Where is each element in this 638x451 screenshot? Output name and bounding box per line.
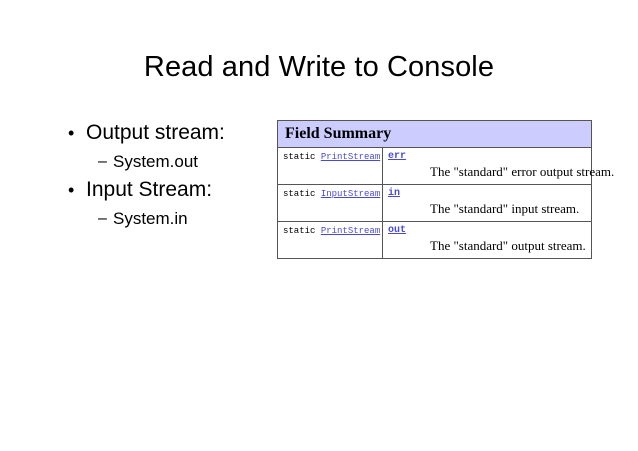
list-item-label: System.out bbox=[113, 152, 199, 171]
list-item: – System.in bbox=[68, 205, 273, 232]
bullet-dot-icon: • bbox=[68, 180, 75, 200]
field-name-link[interactable]: in bbox=[388, 188, 401, 199]
modifier-keyword: static bbox=[283, 226, 316, 236]
table-row: static PrintStream out The "standard" ou… bbox=[278, 222, 591, 258]
field-summary-table: Field Summary static PrintStream err The… bbox=[277, 120, 615, 259]
table-cell-description: in The "standard" input stream. bbox=[383, 185, 591, 221]
type-link[interactable]: InputStream bbox=[320, 189, 381, 199]
type-link[interactable]: PrintStream bbox=[320, 152, 381, 162]
table-cell-type: static InputStream bbox=[278, 185, 383, 221]
table-cell-type: static PrintStream bbox=[278, 222, 383, 258]
field-name-link[interactable]: out bbox=[388, 225, 407, 236]
bullet-dash-icon: – bbox=[98, 210, 107, 227]
field-name-link[interactable]: err bbox=[388, 151, 407, 162]
modifier-keyword: static bbox=[283, 152, 316, 162]
field-description: The "standard" output stream. bbox=[430, 238, 586, 253]
table-row: static PrintStream err The "standard" er… bbox=[278, 148, 615, 185]
table-row: static InputStream in The "standard" inp… bbox=[278, 185, 591, 222]
list-item-label: System.in bbox=[113, 209, 188, 228]
list-item: – System.out bbox=[68, 148, 273, 175]
page-title: Read and Write to Console bbox=[143, 51, 495, 83]
table-cell-description: err The "standard" error output stream. bbox=[383, 148, 615, 184]
table-cell-type: static PrintStream bbox=[278, 148, 383, 184]
bullet-list: • Output stream: – System.out • Input St… bbox=[68, 118, 273, 232]
list-item: • Output stream: bbox=[68, 118, 273, 148]
field-description: The "standard" input stream. bbox=[430, 201, 580, 216]
field-description: The "standard" error output stream. bbox=[430, 164, 615, 179]
bullet-dash-icon: – bbox=[98, 153, 107, 170]
type-link[interactable]: PrintStream bbox=[320, 226, 381, 236]
modifier-keyword: static bbox=[283, 189, 316, 199]
field-summary-header: Field Summary bbox=[278, 121, 591, 148]
list-item: • Input Stream: bbox=[68, 175, 273, 205]
list-item-label: Output stream: bbox=[86, 121, 225, 144]
list-item-label: Input Stream: bbox=[86, 178, 213, 201]
table-cell-description: out The "standard" output stream. bbox=[383, 222, 591, 258]
bullet-dot-icon: • bbox=[68, 123, 75, 143]
